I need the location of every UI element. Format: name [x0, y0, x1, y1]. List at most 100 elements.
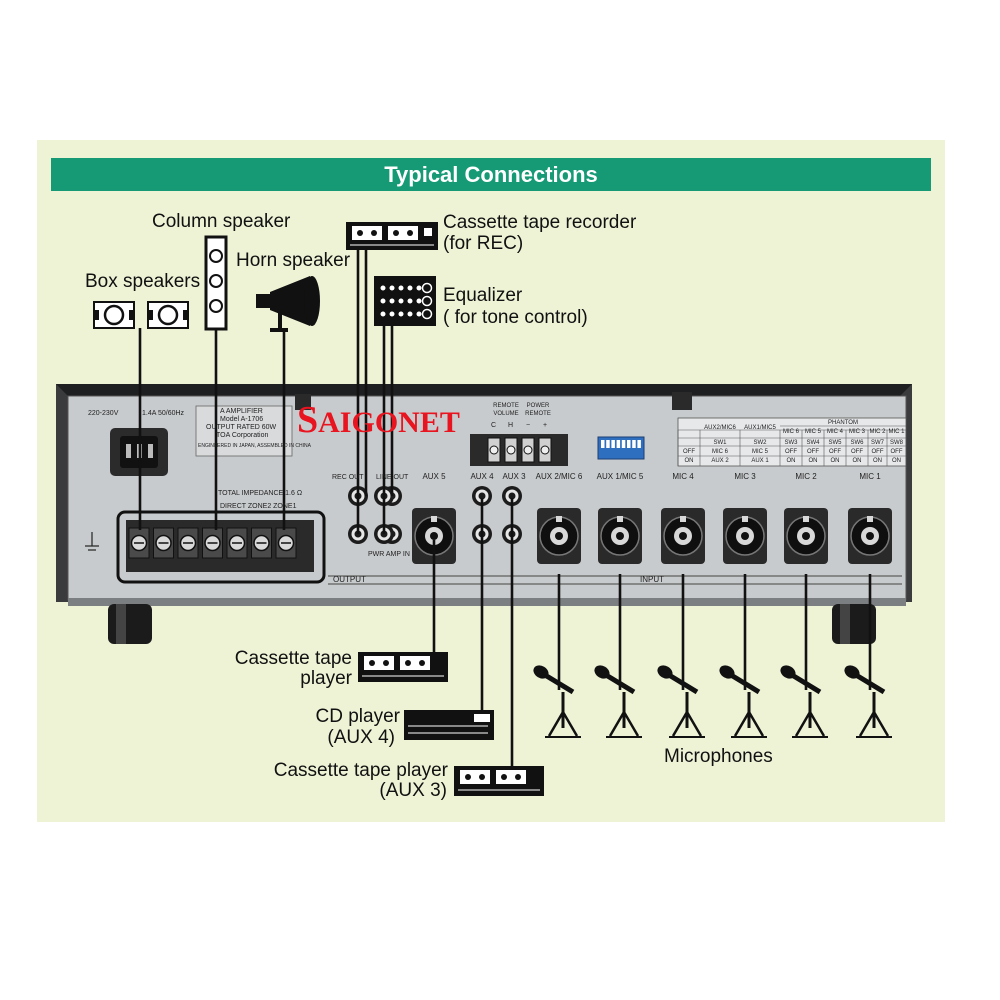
equalizer-icon: [374, 276, 436, 326]
power-remote-label: POWER REMOTE: [525, 403, 551, 417]
dip-switch-number: SW7: [870, 440, 884, 446]
label-line-4: TOA Corporation: [216, 432, 269, 439]
speaker-terminal-screw: [153, 527, 174, 559]
input-jacks: [348, 486, 892, 564]
microphones-label: Microphones: [664, 746, 773, 767]
rec-out-label: REC OUT: [332, 474, 364, 481]
jack-label: AUX 4: [470, 472, 494, 481]
ground-symbol: [85, 532, 99, 551]
box-speaker-icon: [93, 301, 135, 329]
equalizer-knob: [389, 298, 395, 304]
page-title: Typical Connections: [51, 158, 931, 191]
equalizer-knob: [407, 285, 413, 291]
box-speakers-label: Box speakers: [85, 271, 201, 292]
equalizer-knob: [407, 298, 413, 304]
microphone-icon: [594, 574, 642, 738]
dip-lever: [611, 440, 615, 448]
equalizer-knob: [416, 298, 422, 304]
chassis-screw: [672, 392, 692, 410]
equalizer-knob: [398, 298, 404, 304]
amplifier-foot-right: [832, 604, 876, 644]
aux3-jack: [502, 486, 522, 506]
equalizer-knob: [389, 311, 395, 317]
equalizer-knob: [416, 311, 422, 317]
cassette-player-label: Cassette tape: [234, 648, 352, 669]
dip-mic-label: MIC 5: [804, 429, 821, 435]
dip-off-cell: OFF: [890, 449, 903, 455]
aux4-jack: [472, 486, 492, 506]
dip-switch-number: SW2: [753, 440, 767, 446]
aux5-jack: [412, 508, 456, 564]
dip-switch-number: SW1: [713, 440, 727, 446]
speaker-terminal-screw: [226, 527, 248, 559]
dip-lever: [627, 440, 631, 448]
dip-off-cell: OFF: [871, 449, 884, 455]
aux2-mic6-jack: [537, 508, 581, 564]
cd-player-sublabel: (AUX 4): [327, 727, 395, 748]
dip-lever: [632, 440, 636, 448]
speaker-terminal-screw: [128, 527, 150, 559]
equalizer-dial: [421, 295, 433, 307]
dip-off-cell: OFF: [807, 449, 819, 455]
amplifier-foot-left: [108, 604, 152, 644]
microphones: [533, 574, 892, 738]
dip-header: AUX1/MIC5: [744, 425, 776, 431]
dip-lever: [601, 440, 605, 448]
microphone-icon: [533, 574, 581, 738]
jack-label: MIC 1: [859, 472, 881, 481]
dip-lever: [616, 440, 621, 448]
dip-off-cell: OFF: [683, 449, 695, 455]
microphone-icon: [780, 574, 828, 738]
remote-terminal-h: H: [508, 422, 514, 429]
dip-off-cell: OFF: [785, 449, 797, 455]
jack-label: MIC 2: [795, 472, 817, 481]
dip-on-cell: ON: [873, 458, 882, 464]
connection-cables: [138, 250, 514, 766]
equalizer-knob: [398, 311, 404, 317]
remote-terminal-screw: [538, 437, 552, 463]
dip-off-cell: OFF: [829, 449, 841, 455]
dip-switch-number: SW3: [784, 440, 798, 446]
mic3-jack: [723, 508, 767, 564]
dip-off-cell: MIC 5: [751, 449, 768, 455]
dip-on-cell: ON: [808, 458, 818, 464]
mic1-jack: [848, 508, 892, 564]
dip-switch-number: SW6: [850, 440, 864, 446]
cd-player-label: CD player: [315, 706, 400, 727]
equalizer-sublabel: ( for tone control): [443, 307, 588, 328]
dip-mic-label: MIC 3: [848, 429, 865, 435]
dip-off-cell: MIC 6: [711, 449, 728, 455]
cd-player-icon: [404, 710, 494, 740]
horn-speaker-icon: [256, 276, 320, 332]
jack-label: AUX 1/MIC 5: [596, 472, 644, 481]
dip-lever: [637, 440, 641, 448]
cassette-recorder-sublabel: (for REC): [443, 233, 524, 254]
cassette-aux3-label: Cassette tape player: [273, 760, 448, 781]
equalizer-knob: [389, 285, 395, 291]
dip-on-cell: ON: [684, 458, 694, 464]
mic4-jack: [661, 508, 705, 564]
remote-terminal-plus: +: [543, 422, 548, 429]
cassette-recorder-label: Cassette tape recorder: [443, 212, 637, 233]
speaker-terminal-screw: [275, 527, 297, 559]
label-line-1: A AMPLIFIER: [220, 408, 263, 415]
dip-switch-number: SW8: [889, 440, 903, 446]
equalizer-knob: [416, 285, 422, 291]
equalizer-knob: [380, 298, 386, 304]
microphone-icon: [844, 574, 892, 738]
power-rating: 220-230V: [88, 410, 119, 417]
dip-off-cell: OFF: [851, 449, 863, 455]
output-section-label: OUTPUT: [333, 575, 366, 584]
remote-volume-label: REMOTE VOLUME: [493, 403, 519, 417]
cassette-player-icon: [358, 652, 448, 682]
column-speaker-icon: [204, 235, 228, 331]
label-line-5: ENGINEERED IN JAPAN, ASSEMBLED IN CHINA: [198, 443, 311, 449]
dip-mic-label: MIC 6: [782, 429, 799, 435]
dip-header: PHANTOM: [828, 420, 858, 426]
equalizer-knob: [398, 285, 404, 291]
cassette-player-sublabel: player: [300, 668, 352, 689]
equalizer-knob: [407, 311, 413, 317]
microphone-icon: [657, 574, 705, 738]
microphone-icon: [719, 574, 767, 738]
